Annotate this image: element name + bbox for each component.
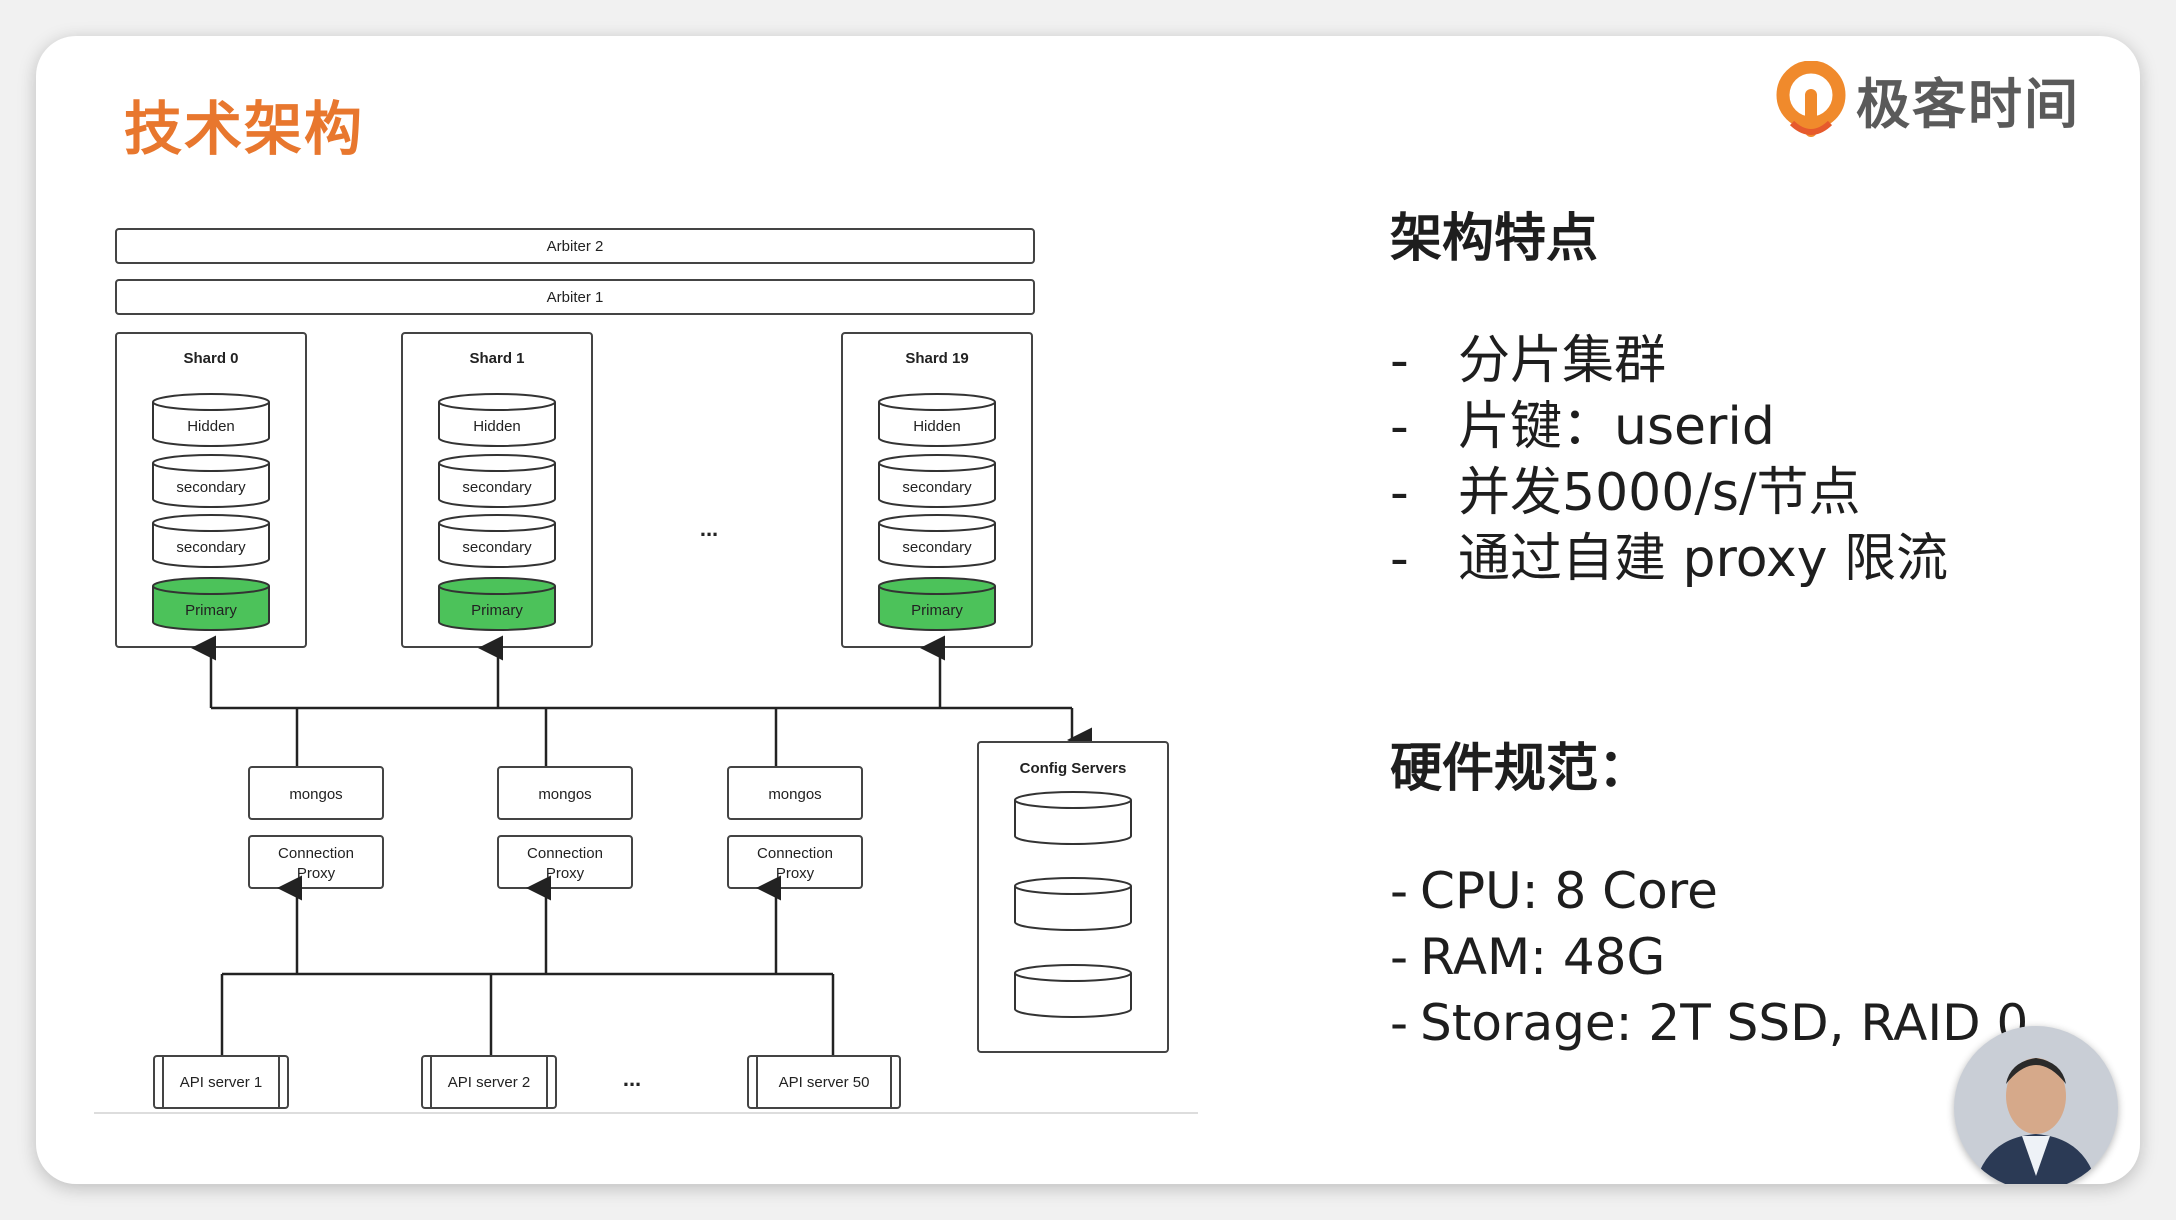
api-servers: API server 1 API server 2 API server 50: [153, 1055, 901, 1109]
replica-label: secondary: [462, 479, 532, 496]
shard-name: Shard 1: [469, 350, 524, 367]
api-server-label: API server 2: [448, 1074, 531, 1091]
replica-db-icon: [438, 454, 556, 508]
api-bus: [220, 875, 835, 1056]
shards: Shard 0HiddensecondarysecondaryPrimarySh…: [115, 332, 1033, 648]
primary-label: Primary: [185, 602, 237, 619]
features-title: 架构特点: [1390, 209, 1599, 269]
feature-item: -通过自建 proxy 限流: [1390, 529, 1949, 589]
replica-db-icon: [152, 514, 270, 568]
primary-label: Primary: [911, 602, 963, 619]
primary-db-icon: [438, 577, 556, 631]
shard-name: Shard 19: [905, 350, 968, 367]
shard-ellipsis: ...: [700, 516, 718, 541]
primary-label: Primary: [471, 602, 523, 619]
features-list: -分片集群 -片键：userid -并发5000/s/节点 -通过自建 prox…: [1390, 328, 1948, 592]
api-server: API server 2: [421, 1055, 557, 1109]
primary-db-icon: [152, 577, 270, 631]
hardware-item: -Storage: 2T SSD, RAID 0: [1390, 994, 2029, 1052]
replica-label: Hidden: [913, 418, 961, 435]
proxy-label-line1: Connection: [278, 845, 354, 862]
mongos-label: mongos: [768, 786, 821, 803]
slide-title: 技术架构: [124, 95, 365, 163]
feature-item: -分片集群: [1390, 331, 1667, 391]
replica-label: Hidden: [187, 418, 235, 435]
hardware-title: 硬件规范：: [1390, 739, 1651, 799]
primary-db-icon: [878, 577, 996, 631]
proxy-label-line2: Proxy: [297, 865, 336, 882]
brand-name: 极客时间: [1856, 72, 2080, 136]
proxy-label-line1: Connection: [757, 845, 833, 862]
config-db-icon: [1014, 877, 1132, 931]
hardware-item: -RAM: 48G: [1390, 928, 1666, 986]
feature-item: -片键：userid: [1390, 397, 1775, 457]
replica-db-icon: [438, 393, 556, 447]
replica-label: Hidden: [473, 418, 521, 435]
replica-label: secondary: [462, 539, 532, 556]
replica-db-icon: [152, 454, 270, 508]
presenter-icon: [1954, 1026, 2118, 1184]
hardware-item: -CPU: 8 Core: [1390, 862, 1718, 920]
replica-db-icon: [152, 393, 270, 447]
replica-db-icon: [878, 393, 996, 447]
arbiter-1-label: Arbiter 1: [547, 289, 604, 306]
arbiter-1: Arbiter 1: [115, 279, 1035, 315]
api-server-label: API server 1: [180, 1074, 263, 1091]
replica-db-icon: [878, 514, 996, 568]
replica-db-icon: [438, 514, 556, 568]
shard-name: Shard 0: [183, 350, 238, 367]
mongos-label: mongos: [538, 786, 591, 803]
proxy-label-line1: Connection: [527, 845, 603, 862]
hardware-list: -CPU: 8 Core -RAM: 48G -Storage: 2T SSD,…: [1390, 858, 2028, 1056]
api-server: API server 50: [747, 1055, 901, 1109]
config-db-icon: [1014, 791, 1132, 845]
slide: 技术架构 极客时间 Arbiter 2 Arbiter 1 Shard: [36, 36, 2140, 1184]
api-ellipsis: ...: [623, 1066, 641, 1091]
config-servers-label: Config Servers: [1020, 760, 1127, 777]
brand-logo: 极客时间: [1776, 54, 2080, 144]
replica-db-icon: [878, 454, 996, 508]
arbiter-2-label: Arbiter 2: [547, 238, 604, 255]
config-servers: Config Servers: [977, 741, 1169, 1053]
replica-label: secondary: [902, 539, 972, 556]
replica-label: secondary: [902, 479, 972, 496]
geek-time-logo-icon: [1776, 61, 1846, 137]
arbiter-2: Arbiter 2: [115, 228, 1035, 264]
replica-label: secondary: [176, 479, 246, 496]
proxy-label-line2: Proxy: [776, 865, 815, 882]
architecture-diagram: Arbiter 2 Arbiter 1 Shard 0 Hidden seconda…: [94, 228, 1198, 1114]
feature-item: -并发5000/s/节点: [1390, 463, 1861, 523]
shard-bus: [191, 635, 1092, 766]
replica-label: secondary: [176, 539, 246, 556]
presenter-video-avatar: [1954, 1026, 2118, 1184]
proxy-label-line2: Proxy: [546, 865, 585, 882]
api-server-label: API server 50: [779, 1074, 870, 1091]
config-db-icon: [1014, 964, 1132, 1018]
mongos-label: mongos: [289, 786, 342, 803]
routers: mongosConnectionProxymongosConnectionPro…: [248, 766, 863, 889]
api-server: API server 1: [153, 1055, 289, 1109]
